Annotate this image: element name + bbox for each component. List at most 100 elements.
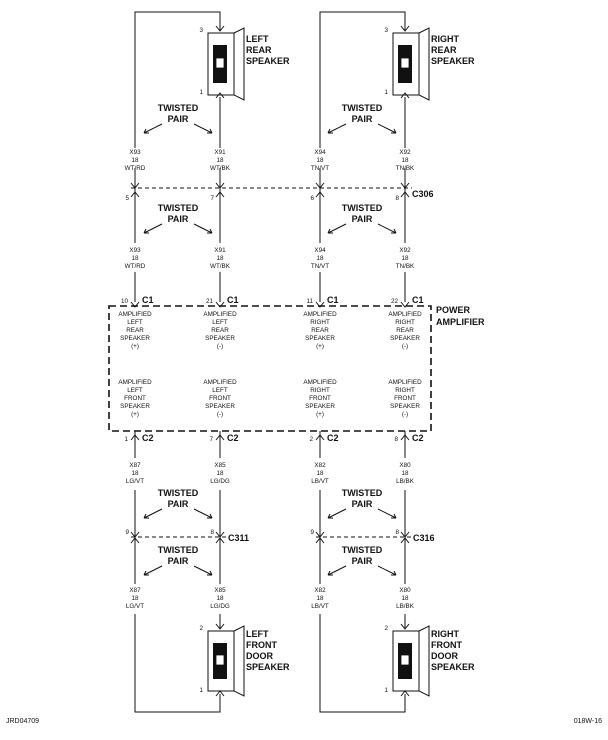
pin-label: 3 <box>199 27 203 34</box>
speaker-cone <box>418 625 430 697</box>
speaker-cone <box>233 625 245 697</box>
c1-name: C1 <box>227 295 239 305</box>
c2-pin-number: 1 <box>124 436 128 443</box>
connector-pin-number: 8 <box>210 529 214 536</box>
amp-front-output-labels: AMPLIFIED LEFT FRONT SPEAKER (+) AMPLIFI… <box>118 379 422 418</box>
wire-gauge: 18 <box>401 470 409 477</box>
wire-gauge: 18 <box>131 595 139 602</box>
c1-pin-number: 21 <box>206 298 214 305</box>
amp-label: LEFT <box>212 319 228 326</box>
amp-label: (-) <box>402 343 408 350</box>
amp-label: SPEAKER <box>305 403 335 410</box>
twisted-pair-label-front-left-lower: TWISTED PAIR <box>143 545 213 576</box>
connector-c306: 5 7 6 8 C306 <box>125 172 434 204</box>
amplifier-dashed-outline <box>108 305 432 432</box>
c2-name: C2 <box>227 433 239 443</box>
wire-gauge: 18 <box>316 255 324 262</box>
wire-color: LG/DG <box>210 603 230 610</box>
amp-label: SPEAKER <box>120 335 150 342</box>
amp-label: AMPLIFIED <box>388 311 422 318</box>
wire-color: WT/RD <box>125 165 146 172</box>
speaker-name: SPEAKER <box>246 662 290 672</box>
connector-pin-number: 8 <box>395 195 399 202</box>
twisted-pair-label-front-left-upper: TWISTED PAIR <box>143 488 213 519</box>
connector-name: C316 <box>413 533 435 543</box>
wire-labels-rear-upper: X93 18 WT/RD X91 18 WT/BK X94 18 TN/VT X… <box>125 149 415 172</box>
connector-pin <box>215 182 225 198</box>
wire-gauge: 18 <box>131 157 139 164</box>
connector-c316: 9 8 C316 <box>310 529 435 544</box>
arrow-left <box>143 508 163 519</box>
connector-fork <box>215 92 225 99</box>
connector-name: C311 <box>228 533 249 543</box>
c2-pin-number: 8 <box>394 436 398 443</box>
twisted-label: TWISTED <box>158 103 199 113</box>
arrow-right <box>377 508 397 519</box>
wire-gauge: 18 <box>316 157 324 164</box>
twisted-label: TWISTED <box>342 203 383 213</box>
c2-name: C2 <box>327 433 339 443</box>
wire-color: TN/VT <box>311 165 329 172</box>
wire-color: LB/BK <box>396 603 415 610</box>
arrow-right <box>193 508 213 519</box>
amp-label: REAR <box>126 327 144 334</box>
amp-label: RIGHT <box>310 387 330 394</box>
pin-label: 3 <box>384 27 388 34</box>
speaker-name: RIGHT <box>431 629 460 639</box>
connector-pin <box>400 531 410 544</box>
pin-label: 1 <box>199 89 203 96</box>
twisted-pair-label-rear-right-upper: TWISTED PAIR <box>327 103 397 134</box>
amp-label: SPEAKER <box>120 403 150 410</box>
c1-name: C1 <box>142 295 154 305</box>
twisted-label: PAIR <box>352 499 373 509</box>
connector-pin <box>130 182 140 198</box>
c2-name: C2 <box>142 433 154 443</box>
wire-gauge: 18 <box>401 595 409 602</box>
wire-gauge: 18 <box>401 255 409 262</box>
speaker-coil <box>400 57 410 69</box>
connector-fork <box>400 623 410 630</box>
arrow-left <box>327 223 347 234</box>
speaker-name: RIGHT <box>431 34 460 44</box>
speaker-body <box>207 630 235 692</box>
wire-color: LB/VT <box>311 603 329 610</box>
arrow-left <box>327 565 347 576</box>
twisted-pair-label-rear-right-lower: TWISTED PAIR <box>327 203 397 234</box>
amp-label: FRONT <box>124 395 146 402</box>
wire-gauge: 18 <box>131 470 139 477</box>
speaker-right-front: 2 1 RIGHT FRONT DOOR SPEAKER <box>384 623 475 697</box>
twisted-label: TWISTED <box>342 103 383 113</box>
arrow-right <box>193 565 213 576</box>
amp-label: REAR <box>211 327 229 334</box>
twisted-pair-label-rear-left-upper: TWISTED PAIR <box>143 103 213 134</box>
speaker-name: FRONT <box>246 640 277 650</box>
figure-code-left: JRD04709 <box>6 718 39 725</box>
arrow-right <box>377 123 397 134</box>
amp-label: FRONT <box>394 395 416 402</box>
pin-label: 2 <box>199 625 203 632</box>
amp-rear-output-labels: AMPLIFIED LEFT REAR SPEAKER (+) AMPLIFIE… <box>118 311 422 350</box>
wire-color: TN/VT <box>311 263 329 270</box>
connector-pin <box>315 182 325 198</box>
c1-pin-number: 11 <box>306 298 313 305</box>
connector-pin-number: 5 <box>125 195 129 202</box>
connector-pin <box>400 182 410 198</box>
wire-color: LG/VT <box>126 603 144 610</box>
connector-pin-number: 9 <box>310 529 314 536</box>
wire-code: X92 <box>399 247 411 254</box>
wire-color: WT/BK <box>210 165 231 172</box>
c1-pin <box>315 301 325 308</box>
arrow-right <box>377 565 397 576</box>
amplifier-title: AMPLIFIER <box>436 317 485 327</box>
c1-pin <box>400 301 410 308</box>
pin-label: 1 <box>199 687 203 694</box>
connector-pin-number: 6 <box>310 195 314 202</box>
amp-label: AMPLIFIED <box>388 379 422 386</box>
wire-color: TN/BK <box>396 165 415 172</box>
c2-name: C2 <box>412 433 424 443</box>
pin-label: 1 <box>384 687 388 694</box>
amp-label: RIGHT <box>395 319 415 326</box>
c1-pin-number: 10 <box>121 298 129 305</box>
wire-left-rear-loop <box>134 11 221 148</box>
